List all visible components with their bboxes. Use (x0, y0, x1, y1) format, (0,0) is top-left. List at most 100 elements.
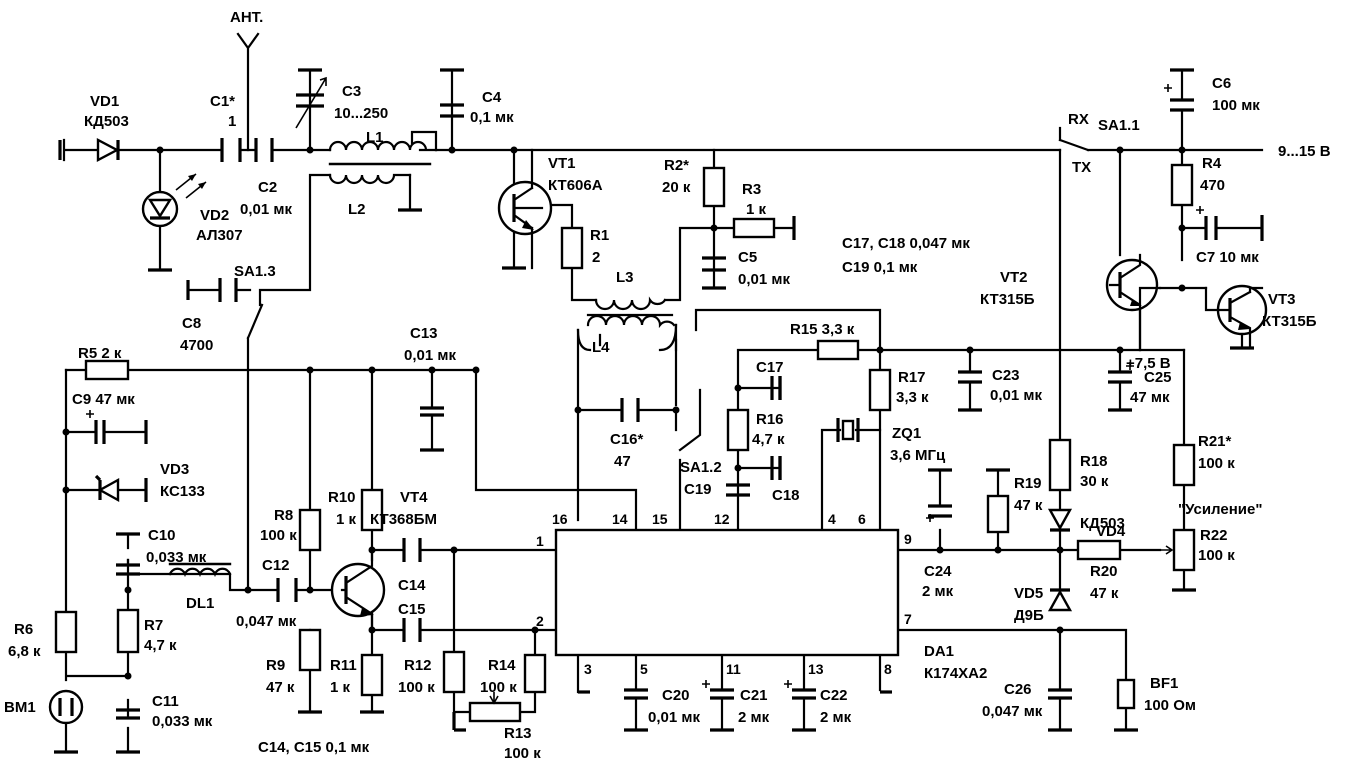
label-c6-value: 100 мк (1212, 97, 1260, 114)
label-r14-value: 100 к (480, 679, 517, 696)
label-vd5: VD5 (1014, 585, 1043, 602)
microphone-bm1 (48, 689, 84, 725)
label-bf1: BF1 (1150, 675, 1178, 692)
junctions (62, 146, 1186, 680)
wires (62, 68, 1264, 754)
pin-7: 7 (904, 611, 912, 627)
pin-3: 3 (584, 661, 592, 677)
label-c14: C14 (398, 577, 426, 594)
label-c10: C10 (148, 527, 176, 544)
label-r2-value: 20 к (662, 179, 691, 196)
note-c14-c15: C14, C15 0,1 мк (258, 739, 370, 756)
capacitors (94, 93, 1218, 720)
label-c6: C6 (1212, 75, 1231, 92)
label-c23-value: 0,01 мк (990, 387, 1042, 404)
label-sa11: SA1.1 (1098, 117, 1140, 134)
note-c17-c18: C17, C18 0,047 мк (842, 235, 970, 252)
zener-vd3 (94, 474, 120, 503)
label-r12-value: 100 к (398, 679, 435, 696)
label-c11-value: 0,033 мк (152, 713, 213, 730)
pin-4: 4 (828, 511, 836, 527)
label-r19-value: 47 к (1014, 497, 1043, 514)
label-r4-value: 470 (1200, 177, 1225, 194)
label-r18: R18 (1080, 453, 1108, 470)
label-c22: C22 (820, 687, 848, 704)
pin-8: 8 (884, 661, 892, 677)
crystal-zq1 (836, 418, 860, 442)
label-r1: R1 (590, 227, 609, 244)
label-vt3: VT3 (1268, 291, 1296, 308)
label-r2: R2* (664, 157, 689, 174)
label-vd4: VD4 (1096, 523, 1126, 540)
label-r17-value: 3,3 к (896, 389, 929, 406)
label-c3-value: 10...250 (334, 105, 388, 122)
label-vd2: VD2 (200, 207, 229, 224)
label-sa12: SA1.2 (680, 459, 722, 476)
label-r17: R17 (898, 369, 926, 386)
pin-9: 9 (904, 531, 912, 547)
label-r20-value: 47 к (1090, 585, 1119, 602)
label-r9-value: 47 к (266, 679, 295, 696)
label-l2: L2 (348, 201, 366, 218)
label-r3-value: 1 к (746, 201, 767, 218)
label-r16-value: 4,7 к (752, 431, 785, 448)
label-c2-value: 0,01 мк (240, 201, 292, 218)
label-c9: C9 47 мк (72, 391, 135, 408)
label-vt1: VT1 (548, 155, 576, 172)
label-c17: C17 (756, 359, 784, 376)
pin-12: 12 (714, 511, 730, 527)
antenna-icon (236, 32, 260, 152)
label-c1-value: 1 (228, 113, 236, 130)
label-c12-value: 0,047 мк (236, 613, 297, 630)
transistor-vt4 (330, 548, 386, 632)
label-vd3: VD3 (160, 461, 189, 478)
label-r6-value: 6,8 к (8, 643, 41, 660)
label-r1-value: 2 (592, 249, 600, 266)
label-r7-value: 4,7 к (144, 637, 177, 654)
label-c7: C7 10 мк (1196, 249, 1259, 266)
label-r10-value: 1 к (336, 511, 357, 528)
label-c8: C8 (182, 315, 201, 332)
label-zq1: ZQ1 (892, 425, 921, 442)
label-r20: R20 (1090, 563, 1118, 580)
label-c10-value: 0,033 мк (146, 549, 207, 566)
label-c16: C16* (610, 431, 644, 448)
transistor-vt3 (1204, 284, 1268, 350)
pin-2: 2 (536, 613, 544, 629)
label-vt2-value: КТ315Б (980, 291, 1035, 308)
label-r3: R3 (742, 181, 761, 198)
label-r15: R15 3,3 к (790, 321, 855, 338)
label-c24-value: 2 мк (922, 583, 954, 600)
switch-sa11 (1058, 126, 1090, 152)
antenna-label: АНТ. (230, 9, 263, 26)
label-vt1-value: КТ606А (548, 177, 603, 194)
speaker-bf1 (1116, 678, 1136, 710)
label-r18-value: 30 к (1080, 473, 1109, 490)
transistor-vt2 (1105, 253, 1162, 352)
label-vt3-value: КТ315Б (1262, 313, 1317, 330)
label-c24: C24 (924, 563, 952, 580)
label-c11: C11 (152, 693, 179, 710)
pin-15: 15 (652, 511, 668, 527)
label-r14: R14 (488, 657, 516, 674)
label-c26: C26 (1004, 681, 1032, 698)
transistor-vt1 (497, 148, 553, 270)
label-c13-value: 0,01 мк (404, 347, 456, 364)
label-c15: C15 (398, 601, 426, 618)
label-r22-value: 100 к (1198, 547, 1235, 564)
label-vd5-value: Д9Б (1014, 607, 1044, 624)
label-sa13: SA1.3 (234, 263, 276, 280)
label-r21: R21* (1198, 433, 1232, 450)
label-r8: R8 (274, 507, 293, 524)
label-r16: R16 (756, 411, 784, 428)
label-c20: C20 (662, 687, 690, 704)
label-c4: C4 (482, 89, 502, 106)
label-r5: R5 2 к (78, 345, 122, 362)
label-c3: C3 (342, 83, 361, 100)
label-r22: R22 (1200, 527, 1228, 544)
label-c20-value: 0,01 мк (648, 709, 700, 726)
pin-11: 11 (726, 661, 741, 677)
label-c16-value: 47 (614, 453, 631, 470)
label-rx: RX (1068, 111, 1089, 128)
